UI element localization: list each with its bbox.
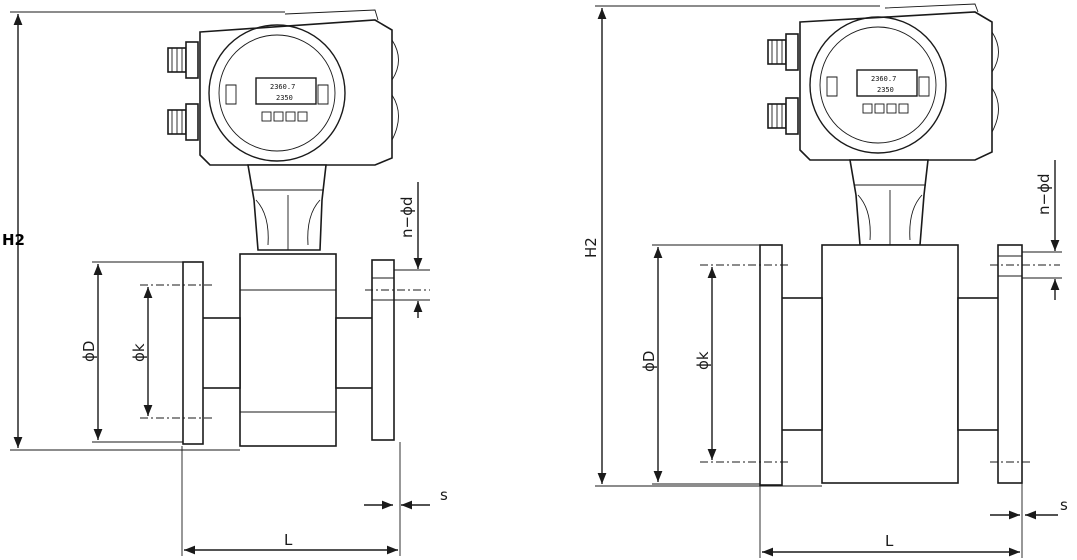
left-display-line2: 2350 (276, 94, 293, 102)
left-label-l: L (284, 531, 293, 549)
right-label-k: ϕk (694, 351, 712, 370)
left-label-h2: H2 (2, 231, 25, 249)
right-flowmeter-view: 2360.7 2350 (582, 3, 1068, 558)
left-label-k: ϕk (130, 343, 148, 362)
left-flowmeter-view: 2360.7 2350 (2, 9, 448, 556)
right-flange-right (997, 244, 1023, 484)
right-display-line2: 2350 (877, 86, 894, 94)
right-display-line1: 2360.7 (871, 75, 896, 83)
right-flange-left (759, 244, 783, 486)
left-cable-gland-top (167, 41, 199, 79)
left-neck (247, 164, 327, 251)
left-label-s: s (440, 486, 448, 504)
right-label-s: s (1060, 496, 1068, 514)
right-label-l: L (885, 532, 894, 550)
left-cable-gland-bottom (167, 103, 199, 141)
left-label-d: ϕD (80, 341, 98, 362)
right-label-nd: n−ϕd (1035, 174, 1053, 216)
right-neck (849, 159, 929, 246)
left-label-nd: n−ϕd (398, 197, 416, 239)
left-cover-outer (208, 24, 346, 162)
right-converter-housing: 2360.7 2350 (767, 3, 999, 161)
right-cover-inner (819, 26, 937, 144)
right-label-h2: H2 (582, 237, 600, 258)
left-display-line1: 2360.7 (270, 83, 295, 91)
left-sensor-body (239, 253, 337, 447)
right-cable-gland-bottom (767, 97, 799, 135)
left-flange-left (182, 261, 204, 445)
right-label-d: ϕD (640, 351, 658, 372)
right-sensor-body (821, 244, 959, 484)
right-cover-outer (809, 16, 947, 154)
left-converter-housing: 2360.7 2350 (167, 9, 399, 166)
left-cover-inner (218, 34, 336, 152)
left-flange-right (371, 259, 395, 441)
left-display (255, 77, 317, 105)
right-cable-gland-top (767, 33, 799, 71)
right-display (856, 69, 918, 97)
